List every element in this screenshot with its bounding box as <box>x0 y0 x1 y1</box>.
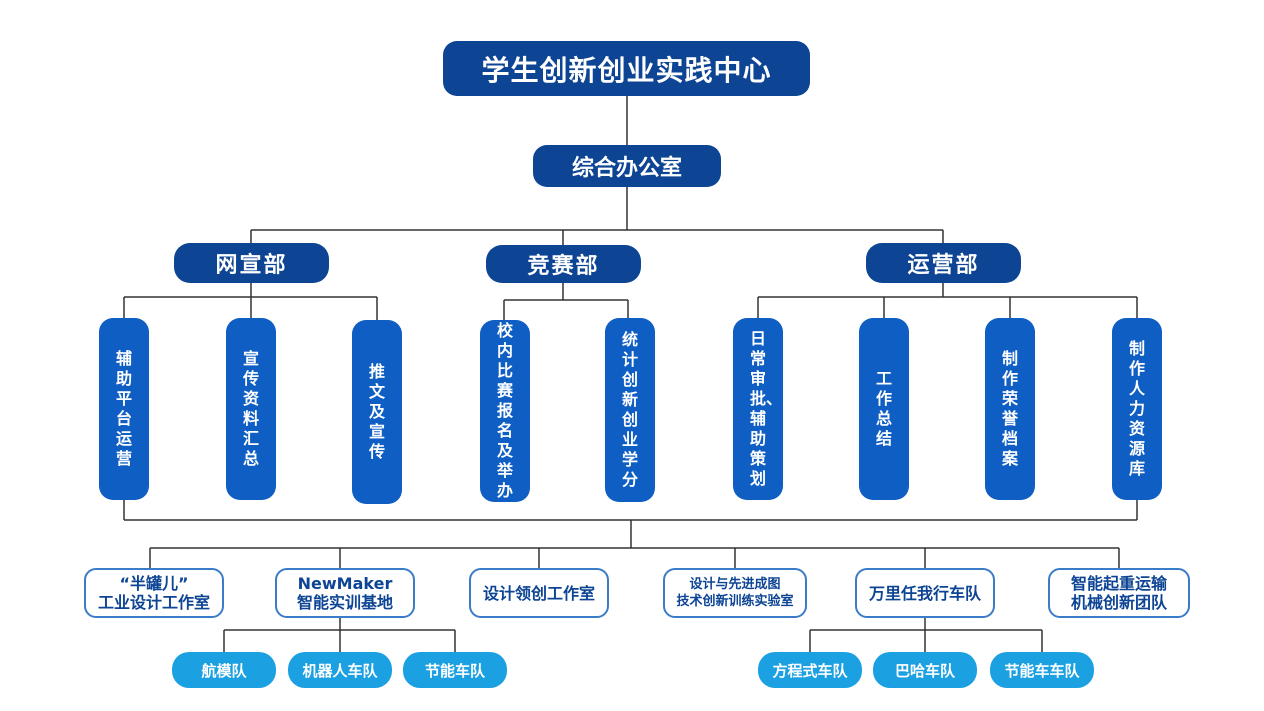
studio-box: 智能起重运输 机械创新团队 <box>1048 568 1190 618</box>
task-label: 推文及宣传 <box>369 362 386 461</box>
root-center-box: 学生创新创业实践中心 <box>443 41 810 96</box>
team-label: 节能车车队 <box>1004 661 1080 680</box>
team-label: 方程式车队 <box>772 661 848 680</box>
studio-box: “半罐儿” 工业设计工作室 <box>84 568 224 618</box>
task-box: 统计创新创业学分 <box>605 318 655 502</box>
task-label: 工作总结 <box>876 369 893 448</box>
task-label: 校内比赛报名及举办 <box>497 321 514 500</box>
task-label: 制作人力资源库 <box>1129 339 1146 478</box>
studio-label: 智能起重运输 机械创新团队 <box>1070 574 1167 612</box>
task-box: 制作人力资源库 <box>1112 318 1162 500</box>
dept-label: 运营部 <box>907 253 980 278</box>
studio-box: 设计领创工作室 <box>469 568 609 618</box>
task-label: 日常审批、辅助策划 <box>750 329 783 488</box>
studio-label: 设计与先进成图 技术创新训练实验室 <box>676 577 794 609</box>
team-label: 航模队 <box>201 661 247 680</box>
task-box: 辅助平台运营 <box>99 318 149 500</box>
team-box: 方程式车队 <box>758 652 862 688</box>
task-box: 制作荣誉档案 <box>985 318 1035 500</box>
studio-label: 设计领创工作室 <box>482 583 595 603</box>
dept-box-competition: 竞赛部 <box>486 245 641 283</box>
root-center-title: 学生创新创业实践中心 <box>481 53 772 87</box>
task-label: 统计创新创业学分 <box>622 330 639 489</box>
task-label: 宣传资料汇总 <box>243 349 260 468</box>
studio-box: 万里任我行车队 <box>855 568 995 618</box>
general-office-label: 综合办公室 <box>571 156 682 181</box>
task-label: 辅助平台运营 <box>116 349 133 468</box>
studio-label: NewMaker 智能实训基地 <box>296 574 393 612</box>
team-label: 巴哈车队 <box>894 661 955 680</box>
team-label: 机器人车队 <box>302 661 378 680</box>
team-box: 航模队 <box>172 652 276 688</box>
studio-box: 设计与先进成图 技术创新训练实验室 <box>663 568 807 618</box>
task-box: 日常审批、辅助策划 <box>733 318 783 500</box>
task-box: 推文及宣传 <box>352 320 402 504</box>
task-box: 宣传资料汇总 <box>226 318 276 500</box>
studio-label: “半罐儿” 工业设计工作室 <box>97 574 210 612</box>
team-label: 节能车队 <box>424 661 485 680</box>
team-box: 节能车车队 <box>990 652 1094 688</box>
general-office-box: 综合办公室 <box>533 145 721 187</box>
team-box: 巴哈车队 <box>873 652 977 688</box>
team-box: 机器人车队 <box>288 652 392 688</box>
task-label: 制作荣誉档案 <box>1002 349 1019 468</box>
studio-box: NewMaker 智能实训基地 <box>275 568 415 618</box>
dept-box-publicity: 网宣部 <box>174 243 329 283</box>
studio-label: 万里任我行车队 <box>868 583 981 603</box>
task-box: 校内比赛报名及举办 <box>480 320 530 502</box>
task-box: 工作总结 <box>859 318 909 500</box>
dept-box-operations: 运营部 <box>866 243 1021 283</box>
dept-label: 竞赛部 <box>527 254 600 279</box>
team-box: 节能车队 <box>403 652 507 688</box>
dept-label: 网宣部 <box>215 253 288 278</box>
